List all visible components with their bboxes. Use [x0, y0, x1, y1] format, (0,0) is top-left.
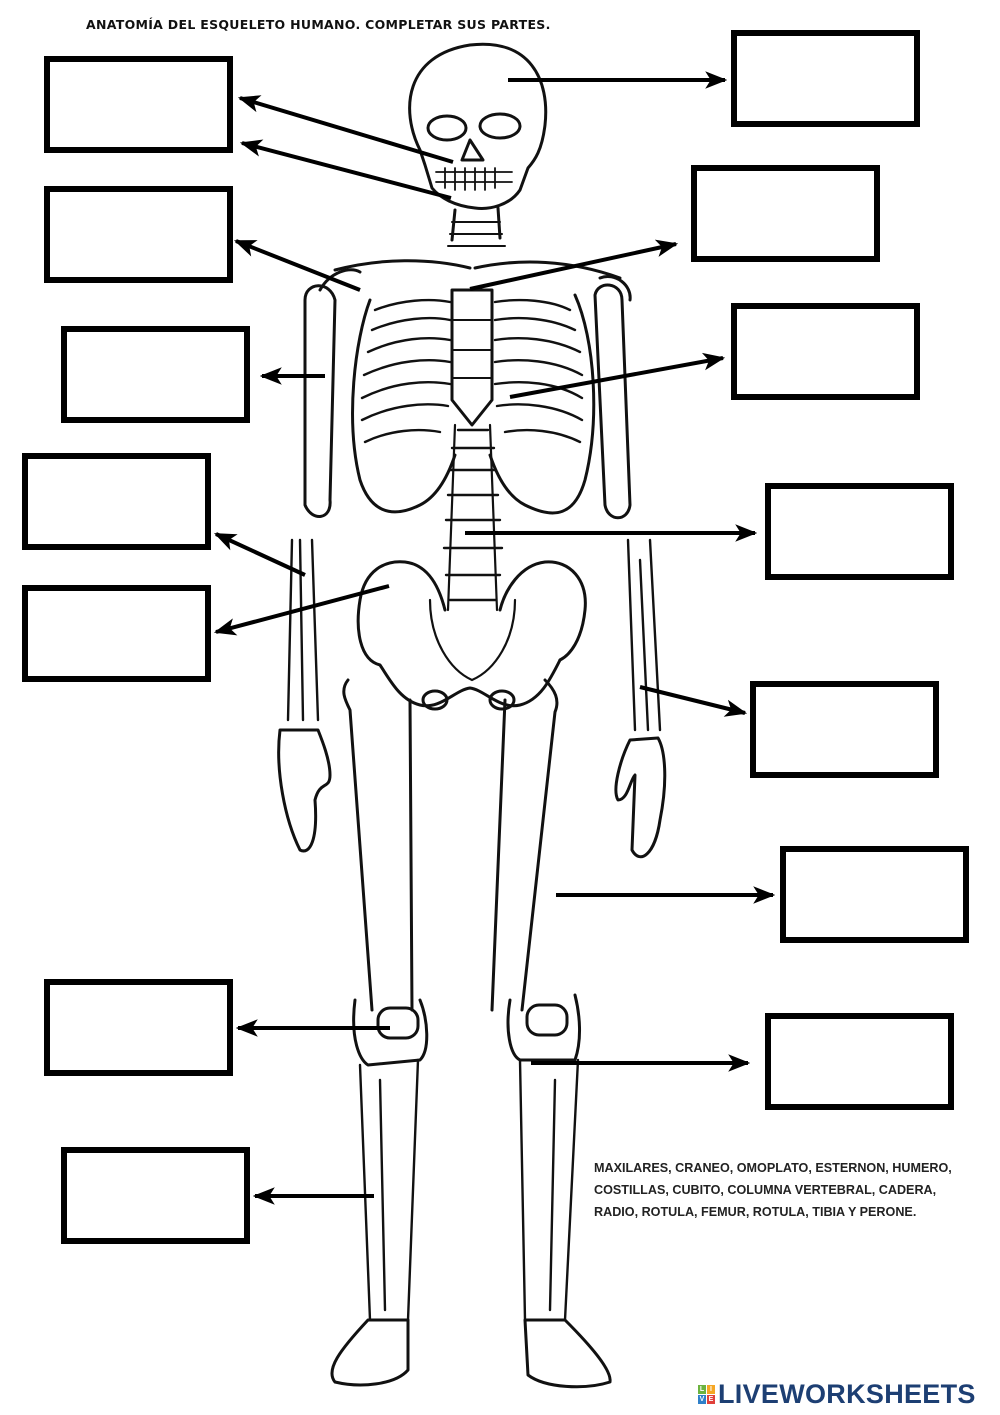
answer-input[interactable] [50, 192, 227, 277]
word-bank: MAXILARES, CRANEO, OMOPLATO, ESTERNON, H… [594, 1161, 952, 1219]
answer-box-left-6[interactable] [44, 979, 233, 1076]
liveworksheets-logo: L I V E LIVEWORKSHEETS [698, 1379, 976, 1410]
live-cube-icon: L I V E [698, 1385, 715, 1404]
answer-input[interactable] [697, 171, 874, 256]
answer-input[interactable] [28, 459, 205, 544]
answer-box-left-3[interactable] [61, 326, 250, 423]
answer-box-left-7[interactable] [61, 1147, 250, 1244]
answer-box-left-5[interactable] [22, 585, 211, 682]
answer-box-left-2[interactable] [44, 186, 233, 283]
skull [408, 42, 548, 210]
answer-input[interactable] [771, 1019, 948, 1104]
answer-box-right-1[interactable] [731, 30, 920, 127]
answer-box-right-3[interactable] [731, 303, 920, 400]
answer-box-right-6[interactable] [780, 846, 969, 943]
logo-letter: E [707, 1395, 715, 1404]
answer-input[interactable] [771, 489, 948, 574]
answer-box-left-4[interactable] [22, 453, 211, 550]
logo-letter: L [698, 1385, 706, 1394]
answer-input[interactable] [737, 36, 914, 121]
answer-input[interactable] [67, 332, 244, 417]
answer-input[interactable] [737, 309, 914, 394]
answer-input[interactable] [756, 687, 933, 772]
answer-input[interactable] [786, 852, 963, 937]
answer-input[interactable] [50, 985, 227, 1070]
answer-box-left-1[interactable] [44, 56, 233, 153]
answer-box-right-4[interactable] [765, 483, 954, 580]
logo-letter: V [698, 1395, 706, 1404]
answer-box-right-2[interactable] [691, 165, 880, 262]
worksheet-title: ANATOMÍA DEL ESQUELETO HUMANO. COMPLETAR… [86, 17, 551, 32]
answer-input[interactable] [50, 62, 227, 147]
logo-letter: I [707, 1385, 715, 1394]
answer-box-right-5[interactable] [750, 681, 939, 778]
brand-name: LIVEWORKSHEETS [718, 1379, 976, 1409]
answer-input[interactable] [28, 591, 205, 676]
answer-input[interactable] [67, 1153, 244, 1238]
answer-box-right-7[interactable] [765, 1013, 954, 1110]
